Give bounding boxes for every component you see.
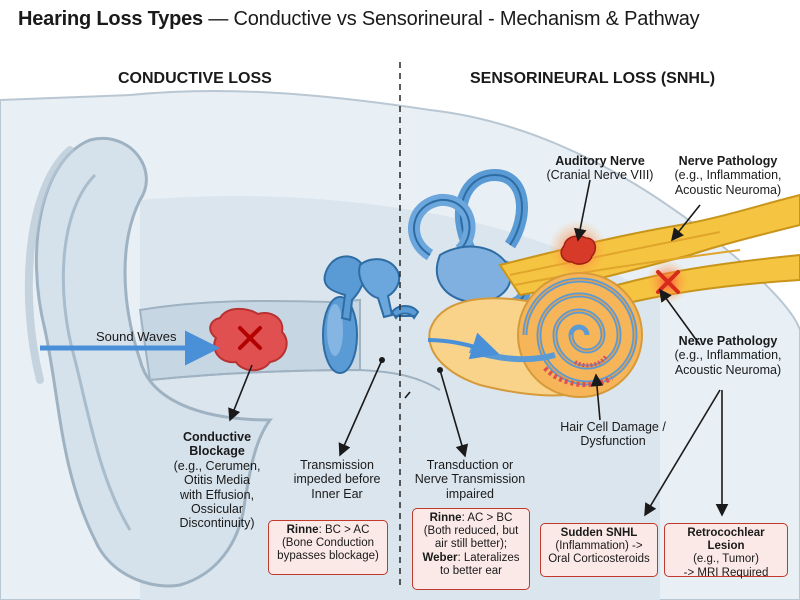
nerve-pathology-title: Nerve Pathology: [678, 334, 778, 348]
auditory-nerve-label: Auditory Nerve (Cranial Nerve VIII): [540, 154, 660, 183]
pinna-inner-fold: [61, 173, 132, 531]
nerve-pathology-line: Acoustic Neuroma): [674, 182, 782, 197]
sudden-snhl-title: Sudden SNHL: [560, 527, 638, 539]
retrocochlear-title: Retrocochlear Lesion: [687, 527, 765, 553]
conductive-blockage-label: Conductive Blockage (e.g., Cerumen, Otit…: [162, 430, 272, 531]
rinne-conductive-box: Rinne: BC > AC (Bone Conduction bypasses…: [268, 520, 388, 575]
malleus: [323, 255, 366, 322]
sudden-snhl-box: Sudden SNHL (Inflammation) -> Oral Corti…: [540, 523, 658, 577]
title-bold: Hearing Loss Types: [18, 8, 203, 30]
box-line: : BC > AC: [318, 524, 370, 536]
auditory-nerve-title: Auditory Nerve: [555, 154, 645, 168]
conductive-blockage-line: Discontinuity): [179, 516, 255, 531]
nerve-x-icon: [656, 270, 680, 294]
hair-cell-line: Dysfunction: [580, 434, 646, 449]
box-line: -> MRI Required: [683, 566, 769, 579]
cochlea: [428, 272, 643, 398]
transduction-line: Transduction or: [426, 458, 514, 472]
retrocochlear-box: Retrocochlear Lesion (e.g., Tumor) -> MR…: [664, 523, 788, 579]
lesion-x-icon: [238, 326, 262, 350]
hair-cell-label: Hair Cell Damage / Dysfunction: [548, 420, 678, 449]
box-line: (e.g., Tumor): [693, 553, 759, 566]
conductive-blockage-title: Conductive Blockage: [182, 430, 252, 459]
auditory-nerve-subtitle: (Cranial Nerve VIII): [546, 168, 654, 183]
conductive-blockage-line: with Effusion,: [179, 487, 255, 502]
rinne-label: Rinne: [286, 524, 319, 536]
callout-lines: [228, 179, 729, 517]
nerve-pathology-top-label: Nerve Pathology (e.g., Inflammation, Aco…: [666, 154, 790, 197]
section-conductive-header: CONDUCTIVE LOSS: [118, 70, 272, 87]
nerve-pathology-line: (e.g., Inflammation,: [674, 348, 782, 363]
incus: [358, 258, 401, 319]
rinne-snhl-box: Rinne: AC > BC (Both reduced, but air st…: [412, 508, 530, 590]
nerve-pathology-mid-label: Nerve Pathology (e.g., Inflammation, Aco…: [666, 334, 790, 377]
nerve-pathology-line: (e.g., Inflammation,: [674, 168, 782, 183]
nerve-pathology-title: Nerve Pathology: [678, 154, 778, 168]
box-line: air still better);: [434, 538, 508, 551]
transduction-line: impaired: [446, 486, 494, 501]
weber-label: Weber: [422, 551, 458, 564]
box-line: (Both reduced, but: [423, 525, 519, 538]
box-line: bypasses blockage): [277, 550, 379, 563]
box-line: (Inflammation) ->: [555, 540, 643, 553]
transmission-impeded-label: Transmission impeded before Inner Ear: [282, 458, 392, 501]
nerve-pathology-line: Acoustic Neuroma): [674, 362, 782, 377]
section-snhl-header: SENSORINEURAL LOSS (SNHL): [470, 70, 716, 87]
transmission-line: Inner Ear: [311, 486, 363, 501]
pinna-helix: [24, 146, 74, 384]
box-line: to better ear: [439, 564, 502, 577]
conductive-blockage-line: Otitis Media: [184, 473, 250, 488]
transduction-impaired-label: Transduction or Nerve Transmission impai…: [408, 458, 532, 501]
page-title: Hearing Loss Types — Conductive vs Senso…: [18, 8, 700, 31]
transmission-line: Transmission: [300, 458, 374, 472]
conductive-blockage-line: Ossicular: [190, 501, 244, 516]
transduction-line: Nerve Transmission: [414, 472, 526, 487]
vestibule: [435, 245, 512, 304]
pinna: [35, 137, 273, 588]
box-line: Oral Corticosteroids: [548, 553, 650, 566]
transmission-line: impeded before: [293, 472, 381, 487]
nerve-lesion: [560, 235, 597, 265]
rinne-label: Rinne: [429, 512, 462, 524]
box-line: (Bone Conduction: [281, 537, 375, 550]
conductive-blockage-line: (e.g., Cerumen,: [173, 458, 261, 473]
title-rest: — Conductive vs Sensorineural - Mechanis…: [208, 8, 700, 30]
box-line: : Lateralizes: [457, 551, 520, 564]
box-line: : AC > BC: [461, 512, 513, 524]
transduction-arrow: [427, 332, 500, 360]
hair-cell-line: Hair Cell Damage /: [560, 420, 666, 434]
sound-waves-label: Sound Waves: [96, 329, 177, 344]
